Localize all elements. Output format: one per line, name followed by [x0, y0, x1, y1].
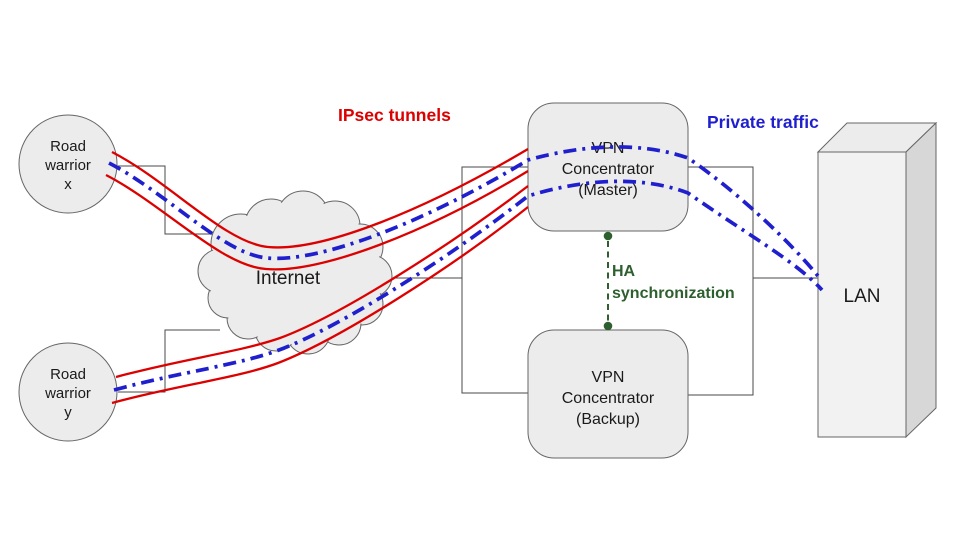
lan-front-face: [817, 151, 907, 438]
vpn-master-shape: [527, 102, 689, 232]
road-warrior-y-label-line2: warrior: [44, 385, 91, 402]
ha-sync-label-line1: HA: [612, 263, 636, 280]
internet-label: Internet: [256, 268, 321, 289]
ipsec-tunnel-x-top-line: [111, 148, 529, 249]
road-warrior-y-label-line1: Road: [50, 366, 86, 383]
internet-cloud-node: Internet: [197, 190, 393, 355]
cloud-fill-cover: [199, 192, 391, 353]
vpn-master-label-line1: VPN: [592, 140, 625, 157]
ha-sync-label-line2: synchronization: [612, 285, 735, 302]
lan-label: LAN: [844, 286, 881, 307]
private-traffic-path-x: [108, 145, 820, 278]
road-warrior-y-label-line3: y: [64, 404, 72, 421]
ipsec-tunnels-group: [105, 148, 529, 405]
road-warrior-y-shape: [18, 342, 118, 442]
private-traffic-path-y: [113, 179, 824, 392]
vpn-backup-label-line3: (Backup): [576, 411, 640, 428]
ipsec-tunnel-y-bottom-line: [111, 206, 529, 405]
road-warrior-y-node: Road warrior y: [18, 342, 118, 442]
ipsec-tunnel-x-bottom-line: [105, 170, 529, 271]
ha-sync-endpoint-top: [603, 231, 613, 241]
ipsec-tunnel-y-top-line: [115, 185, 529, 379]
vpn-backup-node: VPN Concentrator (Backup): [527, 329, 689, 459]
vpn-master-label-line3: (Master): [578, 182, 638, 199]
lan-side-face: [905, 121, 937, 439]
ipsec-tunnels-label: IPsec tunnels: [338, 105, 451, 125]
connector-concentrators-merge: [687, 166, 754, 396]
road-warrior-x-label-line1: Road: [50, 138, 86, 155]
road-warrior-x-shape: [18, 114, 118, 214]
ha-sync-endpoint-bottom: [603, 321, 613, 331]
vpn-backup-label-line1: VPN: [592, 369, 625, 386]
vpn-master-label-line2: Concentrator: [562, 161, 655, 178]
ha-sync-link: [603, 231, 613, 331]
private-traffic-group: [108, 145, 824, 392]
road-warrior-x-node: Road warrior x: [18, 114, 118, 214]
private-traffic-label: Private traffic: [707, 112, 819, 132]
vpn-master-node: VPN Concentrator (Master): [527, 102, 689, 232]
vpn-backup-label-line2: Concentrator: [562, 390, 655, 407]
connector-rwx-internet: [118, 165, 220, 235]
road-warrior-x-label-line3: x: [64, 176, 72, 193]
lan-node: LAN: [816, 121, 938, 439]
connector-rwy-internet: [118, 329, 220, 393]
road-warrior-x-label-line2: warrior: [44, 157, 91, 174]
